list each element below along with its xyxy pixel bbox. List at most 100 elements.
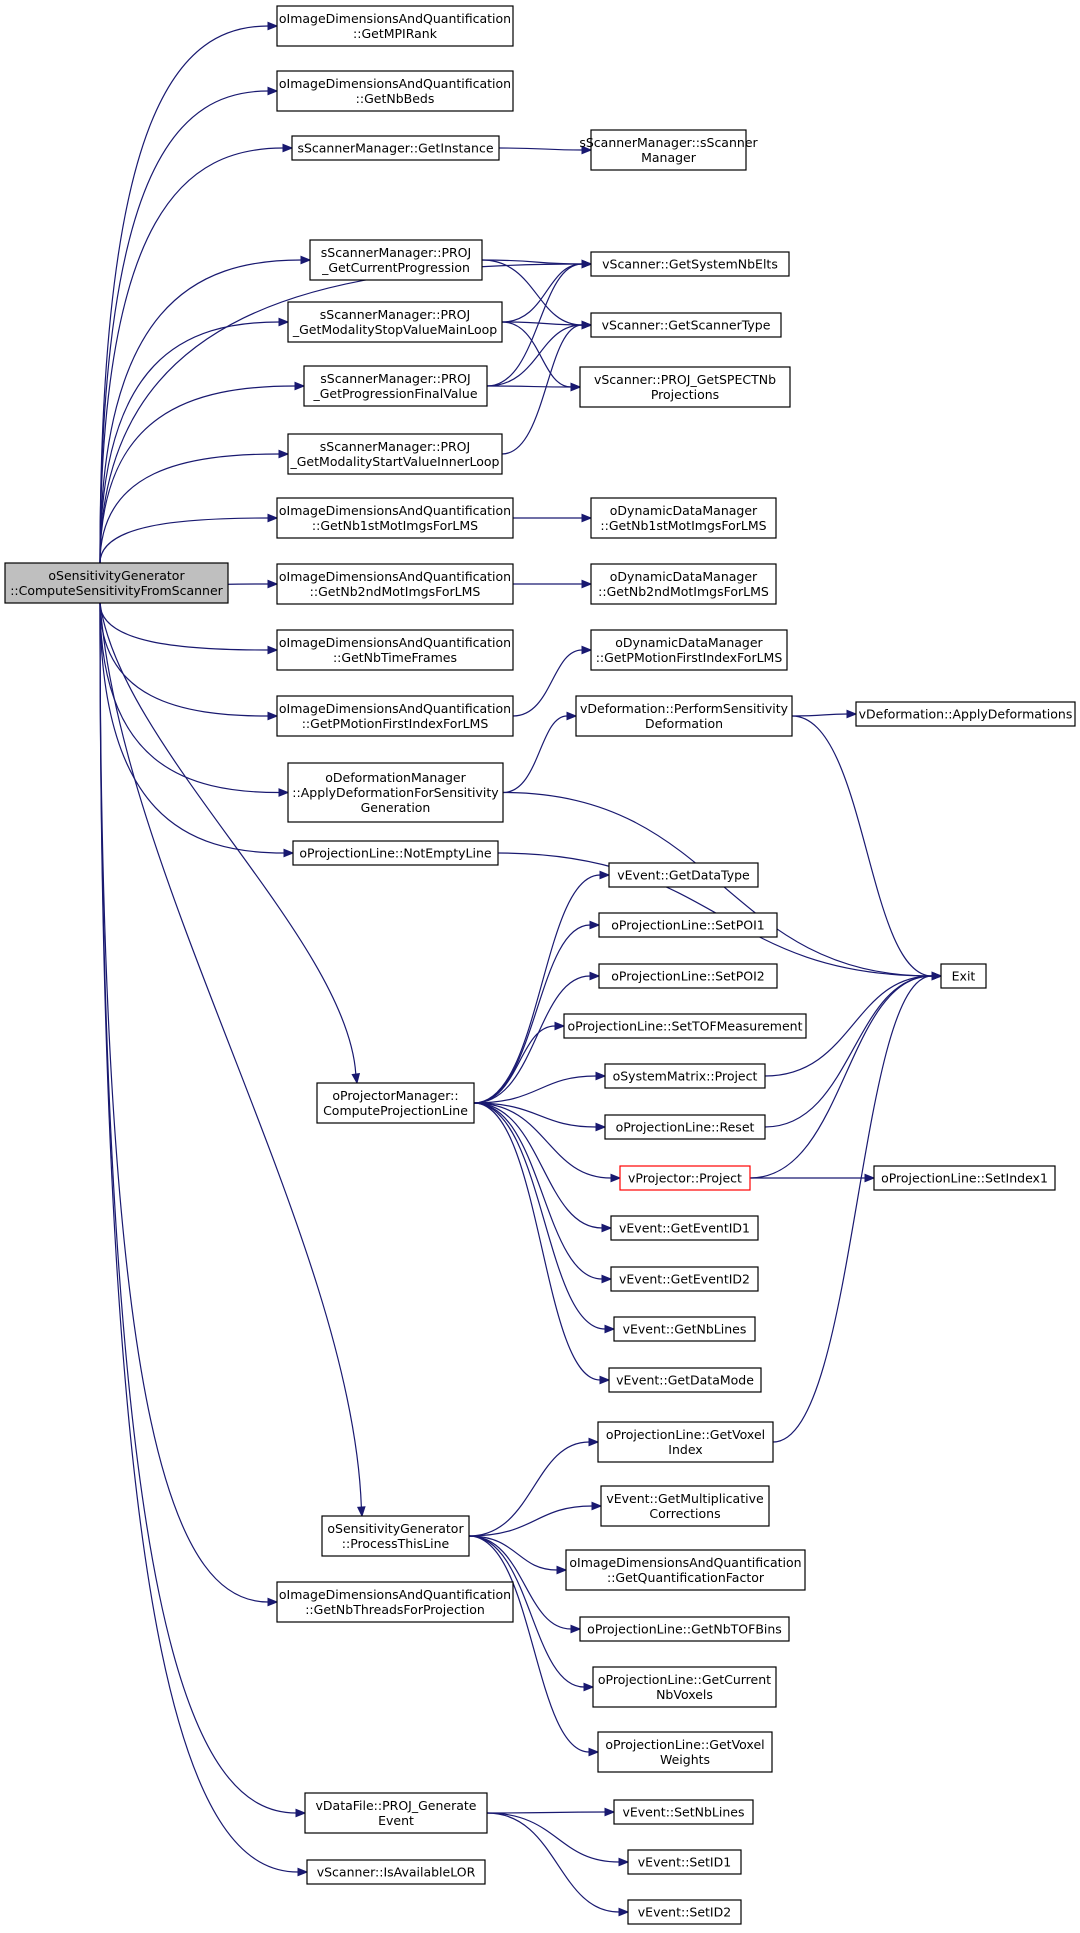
node-setNbLines[interactable]: vEvent::SetNbLines: [613, 1799, 754, 1825]
node-getNbTOFBins[interactable]: oProjectionLine::GetNbTOFBins: [579, 1616, 790, 1642]
node-processThisLine[interactable]: oSensitivityGenerator::ProcessThisLine: [321, 1515, 470, 1557]
node-applyDeformationForSensitivityGeneration[interactable]: oDeformationManager::ApplyDeformationFor…: [287, 762, 504, 823]
node-vProjectorProject[interactable]: vProjector::Project: [619, 1165, 751, 1191]
edge-arrowhead: [618, 1857, 630, 1867]
node-projGetModalityStopValueMainLoop[interactable]: sScannerManager::PROJ_GetModalityStopVal…: [287, 301, 503, 343]
edge-projGetModalityStartValueInnerLoop-to-getScannerType: [501, 320, 593, 455]
node-box: [627, 1849, 742, 1875]
node-getSystemNbElts[interactable]: vScanner::GetSystemNbElts: [590, 251, 790, 277]
node-sScannerManagerCtor[interactable]: sScannerManager::sScannerManager: [579, 129, 759, 171]
node-getQuantificationFactor[interactable]: oImageDimensionsAndQuantification::GetQu…: [565, 1549, 806, 1591]
edge-root-to-projGetModalityStartValueInnerLoop: [99, 449, 290, 564]
edge-line: [99, 90, 269, 564]
node-getDataMode[interactable]: vEvent::GetDataMode: [608, 1367, 762, 1393]
edge-arrowhead: [570, 1624, 582, 1634]
edge-computeProjectionLine-to-setTOFMeasurement: [473, 1021, 566, 1104]
node-getPMotionFirstIndexForLMS[interactable]: oImageDimensionsAndQuantification::GetPM…: [276, 695, 514, 737]
node-label: Corrections: [649, 1506, 720, 1521]
edge-arrowhead: [601, 1223, 613, 1233]
node-box: [597, 1421, 774, 1463]
edge-line: [486, 385, 572, 388]
edge-arrowhead: [591, 1501, 603, 1511]
edge-arrowhead: [278, 449, 290, 459]
node-getNbThreadsForProjection[interactable]: oImageDimensionsAndQuantification::GetNb…: [276, 1581, 514, 1623]
node-dynGetNb2ndMotImgsForLMS[interactable]: oDynamicDataManager::GetNb2ndMotImgsForL…: [590, 563, 777, 605]
edge-arrowhead: [581, 513, 593, 523]
node-getEventID2[interactable]: vEvent::GetEventID2: [610, 1266, 759, 1292]
node-getEventID1[interactable]: vEvent::GetEventID1: [610, 1215, 759, 1241]
edge-line: [99, 602, 285, 854]
node-projGetModalityStartValueInnerLoop[interactable]: sScannerManager::PROJ_GetModalityStartVa…: [287, 433, 503, 475]
edge-projGetCurrentProgression-to-getSystemNbElts: [481, 259, 593, 269]
node-setID2[interactable]: vEvent::SetID2: [627, 1899, 742, 1925]
node-getNbBeds[interactable]: oImageDimensionsAndQuantification::GetNb…: [276, 70, 514, 112]
node-projGetProgressionFinalValue[interactable]: sScannerManager::PROJ_GetProgressionFina…: [303, 365, 488, 407]
call-nodes: oSensitivityGenerator::ComputeSensitivit…: [4, 5, 1076, 1925]
edge-line: [473, 1102, 597, 1128]
edge-vProjectorProject-to-setIndex1: [750, 1173, 876, 1183]
node-computeProjectionLine[interactable]: oProjectorManager::ComputeProjectionLine: [316, 1082, 475, 1124]
node-label: oDeformationManager: [325, 770, 466, 785]
node-exit[interactable]: Exit: [940, 963, 987, 989]
edge-line: [468, 1535, 585, 1688]
node-setPOI1[interactable]: oProjectionLine::SetPOI1: [598, 912, 778, 938]
node-box: [608, 862, 759, 888]
node-performSensitivityDeformation[interactable]: vDeformation::PerformSensitivityDeformat…: [575, 695, 793, 737]
edge-arrowhead: [356, 1506, 366, 1518]
node-getScannerType[interactable]: vScanner::GetScannerType: [590, 312, 782, 338]
node-getNb2ndMotImgsForLMS[interactable]: oImageDimensionsAndQuantification::GetNb…: [276, 563, 514, 605]
edge-line: [468, 1535, 572, 1630]
node-label: sScannerManager::PROJ: [320, 307, 470, 322]
edge-line: [468, 1535, 590, 1753]
node-getDataType[interactable]: vEvent::GetDataType: [608, 862, 759, 888]
node-label: NbVoxels: [656, 1687, 713, 1702]
edge-arrowhead: [583, 1682, 595, 1692]
node-box: [590, 312, 782, 338]
node-label: vEvent::GetEventID2: [619, 1272, 750, 1287]
edge-arrowhead: [267, 711, 279, 721]
node-getNbLines[interactable]: vEvent::GetNbLines: [613, 1316, 756, 1342]
edge-line: [749, 975, 933, 1179]
node-box: [598, 963, 778, 989]
node-box: [590, 629, 788, 671]
node-setTOFMeasurement[interactable]: oProjectionLine::SetTOFMeasurement: [563, 1013, 807, 1039]
node-projGetCurrentProgression[interactable]: sScannerManager::PROJ_GetCurrentProgress…: [309, 239, 483, 281]
node-setIndex1[interactable]: oProjectionLine::SetIndex1: [873, 1165, 1056, 1191]
node-getNb1stMotImgsForLMS[interactable]: oImageDimensionsAndQuantification::GetNb…: [276, 497, 514, 539]
edge-root-to-getNbTimeFrames: [99, 602, 279, 655]
node-label: _GetModalityStopValueMainLoop: [292, 322, 497, 337]
edge-arrowhead: [581, 579, 593, 589]
edge-arrowhead: [267, 1597, 279, 1607]
edge-line: [473, 1102, 612, 1179]
edge-line: [473, 1102, 603, 1229]
node-isAvailableLOR[interactable]: vScanner::IsAvailableLOR: [306, 1859, 486, 1885]
node-notEmptyLine[interactable]: oProjectionLine::NotEmptyLine: [292, 840, 499, 866]
node-dynGetPMotionFirstIndexForLMS[interactable]: oDynamicDataManager::GetPMotionFirstInde…: [590, 629, 788, 671]
node-systemMatrixProject[interactable]: oSystemMatrix::Project: [604, 1063, 766, 1089]
edge-computeProjectionLine-to-setPOI1: [473, 920, 601, 1104]
edge-root-to-projGetCurrentProgression: [99, 255, 312, 564]
node-getMPIRank[interactable]: oImageDimensionsAndQuantification::GetMP…: [276, 5, 514, 47]
edge-line: [481, 259, 583, 265]
node-setID1[interactable]: vEvent::SetID1: [627, 1849, 742, 1875]
node-getInstance[interactable]: sScannerManager::GetInstance: [291, 135, 500, 161]
node-box: [4, 562, 229, 604]
node-setPOI2[interactable]: oProjectionLine::SetPOI2: [598, 963, 778, 989]
node-box: [592, 1666, 777, 1708]
node-dynGetNb1stMotImgsForLMS[interactable]: oDynamicDataManager::GetNb1stMotImgsForL…: [590, 497, 777, 539]
node-root[interactable]: oSensitivityGenerator::ComputeSensitivit…: [4, 562, 229, 604]
node-box: [579, 366, 791, 408]
node-label: oImageDimensionsAndQuantification: [279, 76, 511, 91]
node-applyDeformations[interactable]: vDeformation::ApplyDeformations: [855, 701, 1076, 727]
edge-arrowhead: [604, 1807, 616, 1817]
edge-computeProjectionLine-to-getEventID1: [473, 1102, 613, 1233]
node-projectionLineReset[interactable]: oProjectionLine::Reset: [604, 1114, 766, 1140]
node-getNbTimeFrames[interactable]: oImageDimensionsAndQuantification::GetNb…: [276, 629, 514, 671]
edge-line: [772, 975, 933, 1443]
